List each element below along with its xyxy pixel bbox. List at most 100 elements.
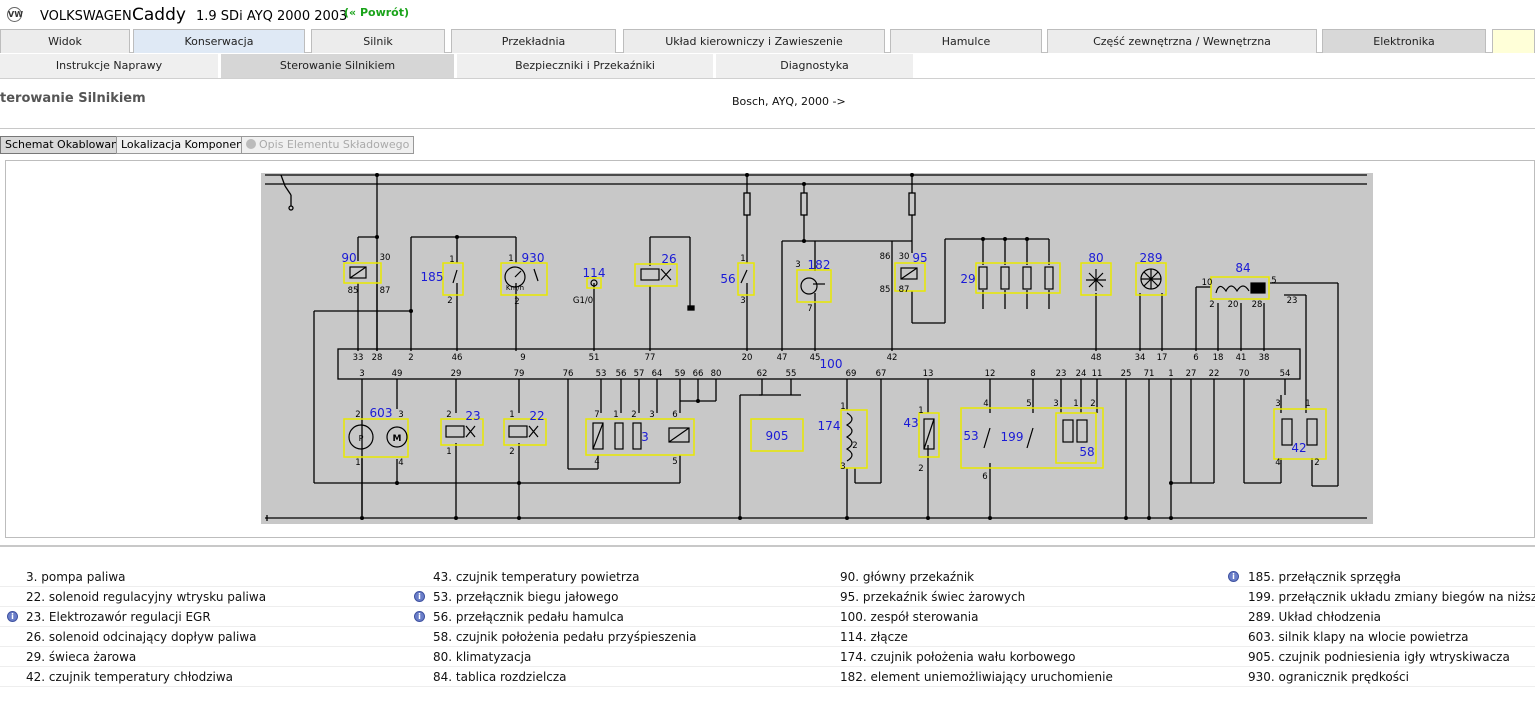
subtab-bezpieczniki[interactable]: Bezpieczniki i Przekaźniki: [457, 54, 713, 78]
legend-item[interactable]: 289. Układ chłodzenia: [1248, 610, 1382, 624]
svg-text:10: 10: [1202, 278, 1213, 288]
info-icon[interactable]: i: [1228, 571, 1239, 582]
legend-item[interactable]: 84. tablica rozdzielcza: [433, 670, 567, 684]
back-link[interactable]: (« Powrót): [344, 6, 410, 19]
svg-text:7: 7: [594, 410, 599, 420]
svg-text:33: 33: [353, 353, 364, 363]
legend-item[interactable]: 905. czujnik podniesienia igły wtryskiwa…: [1248, 650, 1510, 664]
svg-text:51: 51: [589, 353, 600, 363]
tab-schemat-okablowania[interactable]: Schemat Okablowania: [0, 136, 133, 154]
svg-text:1: 1: [740, 254, 745, 264]
legend-item[interactable]: 90. główny przekaźnik: [840, 570, 975, 584]
svg-text:58: 58: [1079, 445, 1094, 459]
legend-item[interactable]: 53. przełącznik biegu jałowego: [433, 590, 619, 604]
tab-lokalizacja-komponentu[interactable]: Lokalizacja Komponentu: [116, 136, 260, 154]
tab-hamulce[interactable]: Hamulce: [890, 29, 1042, 53]
wiring-diagram[interactable]: M P Km/h 90 930 185 114 26 56 182 95 29 …: [261, 173, 1373, 524]
svg-text:26: 26: [661, 252, 676, 266]
svg-text:2: 2: [514, 297, 519, 307]
legend-item[interactable]: 26. solenoid odcinający dopływ paliwa: [26, 630, 257, 644]
svg-text:100: 100: [820, 357, 843, 371]
svg-text:77: 77: [645, 353, 656, 363]
legend-item[interactable]: 95. przekaźnik świec żarowych: [840, 590, 1026, 604]
vehicle-model: Caddy: [132, 5, 186, 25]
svg-text:53: 53: [963, 429, 978, 443]
legend-item[interactable]: 29. świeca żarowa: [26, 650, 137, 664]
svg-text:1: 1: [1305, 399, 1310, 409]
disabled-icon: [246, 139, 256, 149]
svg-text:6: 6: [1193, 353, 1198, 363]
tab-elektronika[interactable]: Elektronika: [1322, 29, 1486, 53]
svg-text:2: 2: [446, 410, 451, 420]
svg-text:5: 5: [672, 457, 677, 467]
svg-text:3: 3: [359, 369, 364, 379]
svg-text:M: M: [393, 434, 402, 444]
svg-text:G1/0: G1/0: [573, 296, 593, 306]
legend-item[interactable]: 182. element uniemożliwiający uruchomien…: [840, 670, 1113, 684]
svg-text:45: 45: [810, 353, 821, 363]
svg-text:90: 90: [341, 251, 356, 265]
svg-text:13: 13: [923, 369, 934, 379]
info-icon[interactable]: i: [414, 611, 425, 622]
subtab-sterowanie-silnikiem[interactable]: Sterowanie Silnikiem: [221, 54, 454, 78]
svg-text:64: 64: [652, 369, 663, 379]
svg-text:27: 27: [1186, 369, 1197, 379]
svg-text:5: 5: [1026, 399, 1031, 409]
svg-text:42: 42: [1291, 441, 1306, 455]
svg-text:17: 17: [1157, 353, 1168, 363]
svg-text:56: 56: [720, 272, 735, 286]
tab-silnik[interactable]: Silnik: [311, 29, 445, 53]
legend-item[interactable]: 23. Elektrozawór regulacji EGR: [26, 610, 211, 624]
tab-czesc-zewnetrzna[interactable]: Część zewnętrzna / Wewnętrzna: [1047, 29, 1317, 53]
svg-text:3: 3: [740, 296, 745, 306]
legend-item[interactable]: 80. klimatyzacja: [433, 650, 532, 664]
subtab-instrukcje-naprawy[interactable]: Instrukcje Naprawy: [0, 54, 218, 78]
title-bar: VW VOLKSWAGEN Caddy 1.9 SDi AYQ 2000 200…: [0, 0, 1535, 28]
tab-konserwacja[interactable]: Konserwacja: [133, 29, 305, 53]
legend-item[interactable]: 174. czujnik położenia wału korbowego: [840, 650, 1076, 664]
svg-text:76: 76: [563, 369, 574, 379]
legend-item[interactable]: 100. zespół sterowania: [840, 610, 979, 624]
legend-item[interactable]: 930. ogranicznik prędkości: [1248, 670, 1409, 684]
sub-tab-bar: Instrukcje Naprawy Sterowanie Silnikiem …: [0, 54, 1535, 78]
svg-text:25: 25: [1121, 369, 1132, 379]
tab-przekladnia[interactable]: Przekładnia: [451, 29, 616, 53]
info-icon[interactable]: i: [7, 611, 18, 622]
svg-text:86: 86: [880, 252, 891, 262]
vw-logo-icon: VW: [7, 7, 23, 22]
svg-text:2: 2: [918, 464, 923, 474]
legend-item[interactable]: 43. czujnik temperatury powietrza: [433, 570, 640, 584]
legend-row: 26. solenoid odcinający dopływ paliwa 58…: [0, 627, 1535, 647]
svg-text:55: 55: [786, 369, 797, 379]
legend-item[interactable]: 22. solenoid regulacyjny wtrysku paliwa: [26, 590, 267, 604]
svg-text:30: 30: [899, 252, 910, 262]
svg-text:24: 24: [1076, 369, 1087, 379]
svg-text:3: 3: [641, 430, 649, 444]
tab-uklad-kierowniczy[interactable]: Układ kierowniczy i Zawieszenie: [623, 29, 885, 53]
svg-text:1: 1: [918, 406, 923, 416]
tab-extra[interactable]: [1492, 29, 1535, 53]
svg-text:46: 46: [452, 353, 463, 363]
legend-item[interactable]: 56. przełącznik pedału hamulca: [433, 610, 624, 624]
wiring-diagram-svg: M P Km/h 90 930 185 114 26 56 182 95 29 …: [265, 173, 1367, 521]
vehicle-engine: 1.9 SDi AYQ 2000 2003: [196, 9, 348, 24]
legend-item[interactable]: 199. przełącznik układu zmiany biegów na…: [1248, 590, 1535, 604]
svg-text:23: 23: [1287, 296, 1298, 306]
legend-item[interactable]: 603. silnik klapy na wlocie powietrza: [1248, 630, 1469, 644]
svg-text:20: 20: [742, 353, 753, 363]
tab-widok[interactable]: Widok: [0, 29, 130, 53]
legend-item[interactable]: 114. złącze: [840, 630, 908, 644]
legend-item[interactable]: 58. czujnik położenia pedału przyśpiesze…: [433, 630, 697, 644]
svg-text:6: 6: [672, 410, 677, 420]
legend-item[interactable]: 185. przełącznik sprzęgła: [1248, 570, 1401, 584]
divider: [0, 545, 1535, 547]
svg-text:1: 1: [508, 254, 513, 264]
legend-item[interactable]: 3. pompa paliwa: [26, 570, 126, 584]
svg-text:3: 3: [649, 410, 654, 420]
svg-text:4: 4: [398, 458, 403, 468]
info-icon[interactable]: i: [414, 591, 425, 602]
subtab-diagnostyka[interactable]: Diagnostyka: [716, 54, 913, 78]
legend-item[interactable]: 42. czujnik temperatury chłodziwa: [26, 670, 234, 684]
svg-text:43: 43: [903, 416, 918, 430]
svg-text:Km/h: Km/h: [506, 284, 524, 292]
